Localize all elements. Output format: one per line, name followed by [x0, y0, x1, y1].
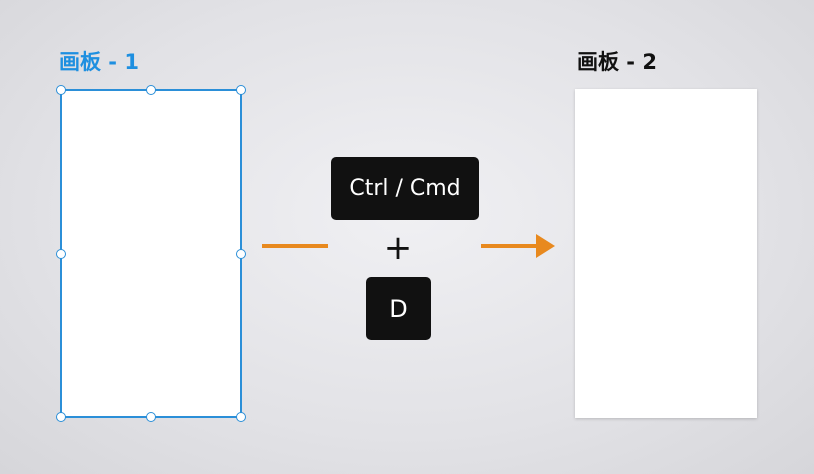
artboard-1[interactable]	[56, 85, 246, 422]
resize-handle-middle-right[interactable]	[236, 248, 246, 259]
artboard-2-label[interactable]: 画板 - 2	[577, 50, 657, 74]
arrow-line-left	[262, 244, 328, 248]
resize-handle-bottom-right[interactable]	[236, 412, 246, 422]
artboard-2[interactable]	[575, 89, 757, 418]
resize-handle-middle-left[interactable]	[56, 248, 66, 259]
resize-handle-top-right[interactable]	[236, 85, 246, 95]
resize-handle-bottom-left[interactable]	[56, 412, 66, 422]
resize-handle-top-center[interactable]	[146, 85, 156, 95]
arrow-line-right	[481, 244, 539, 248]
resize-handle-top-left[interactable]	[56, 85, 66, 95]
ctrl-cmd-key: Ctrl / Cmd	[331, 157, 479, 220]
artboard-1-label[interactable]: 画板 - 1	[59, 50, 139, 74]
resize-handle-bottom-center[interactable]	[146, 412, 156, 422]
arrow-right-icon	[536, 234, 555, 258]
plus-icon: +	[383, 228, 413, 268]
d-key: D	[366, 277, 431, 340]
